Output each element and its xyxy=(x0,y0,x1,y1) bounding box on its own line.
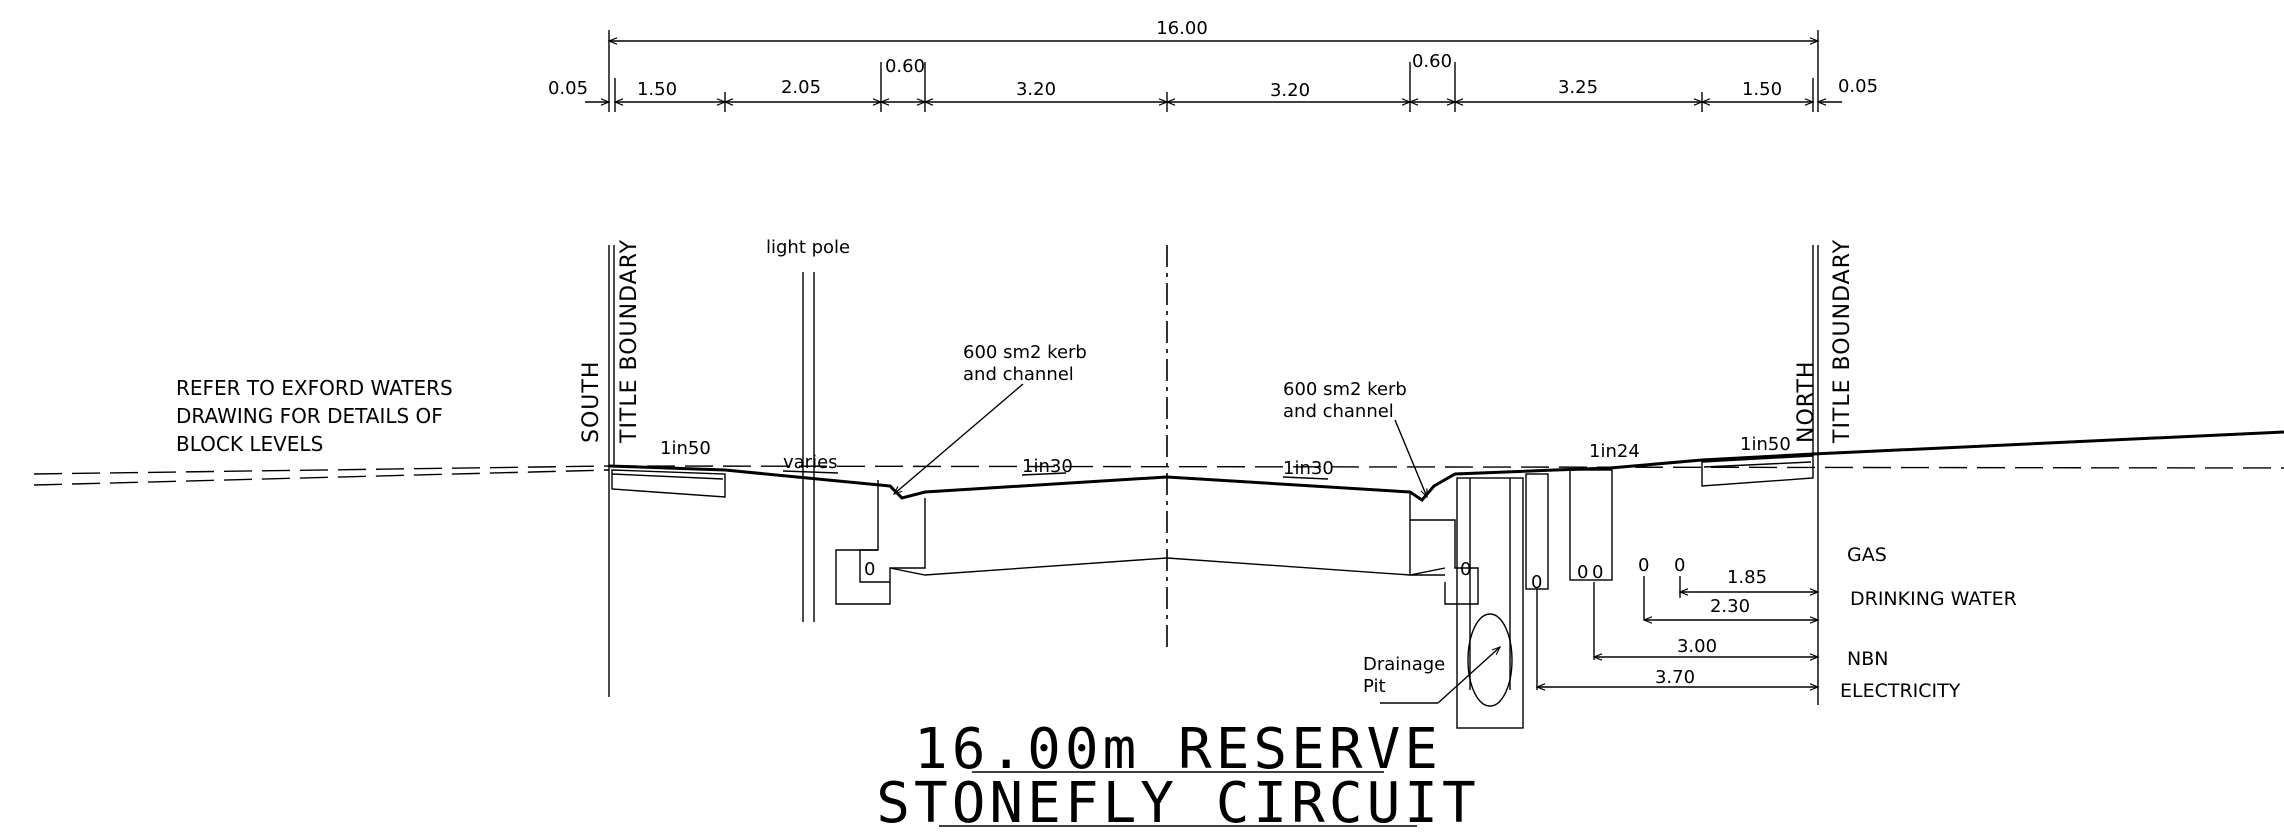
refer-note-line-2: DRAWING FOR DETAILS OF xyxy=(176,404,443,428)
south-label: SOUTH xyxy=(579,361,604,443)
left-kerb-and-channel: 0 xyxy=(835,480,926,605)
title-line-1: 16.00m RESERVE xyxy=(914,717,1442,782)
dim-seg-1: 1.50 xyxy=(637,79,677,100)
footpath-slabs xyxy=(611,455,1814,498)
nbn-pipe-mark-2: 0 xyxy=(1592,562,1603,583)
drainage-pit: Drainage Pit xyxy=(1363,477,1524,729)
drainage-pit-label-1: Drainage xyxy=(1363,654,1445,675)
dim-seg-5: 3.20 xyxy=(1270,80,1310,101)
gas-pipe-mark: 0 xyxy=(1674,555,1685,576)
dim-seg-8: 1.50 xyxy=(1742,79,1782,100)
top-dimension-chain: 16.00 0.05 1.50 2.05 0.60 3.20 3.20 0.60… xyxy=(548,18,1878,112)
north-label: NORTH xyxy=(1794,361,1819,443)
left-kerb-label-1: 600 sm2 kerb xyxy=(963,342,1087,363)
water-label: DRINKING WATER xyxy=(1850,588,2017,610)
refer-note: REFER TO EXFORD WATERS DRAWING FOR DETAI… xyxy=(176,376,453,456)
drawing-title: 16.00m RESERVE STONEFLY CIRCUIT xyxy=(876,717,1479,836)
service-offset-dimensions: 1.85 2.30 3.00 3.70 xyxy=(1535,567,1820,691)
light-pole: light pole xyxy=(766,237,850,622)
refer-note-line-1: REFER TO EXFORD WATERS xyxy=(176,376,453,400)
title-line-2: STONEFLY CIRCUIT xyxy=(876,771,1479,836)
gas-label: GAS xyxy=(1847,544,1887,566)
right-kerb-label-1: 600 sm2 kerb xyxy=(1283,379,1407,400)
grade-3: 1in30 xyxy=(1283,458,1334,479)
dim-seg-9: 0.05 xyxy=(1838,76,1878,97)
dim-seg-7: 3.25 xyxy=(1558,77,1598,98)
dim-seg-0: 0.05 xyxy=(548,78,588,99)
grade-2: 1in30 xyxy=(1022,456,1073,477)
varies-label: varies xyxy=(783,452,838,473)
nbn-offset: 3.00 xyxy=(1677,636,1717,657)
nbn-pipe-mark-1: 0 xyxy=(1577,562,1588,583)
right-kerb-and-channel: 0 xyxy=(1409,492,1479,605)
grade-labels: 1in50 varies 1in30 1in30 1in24 1in50 xyxy=(660,434,1791,480)
electricity-pipe-mark: 0 xyxy=(1531,572,1542,593)
refer-note-line-3: BLOCK LEVELS xyxy=(176,432,323,456)
grade-1: 1in50 xyxy=(660,438,711,459)
right-kerb-pipe: 0 xyxy=(1460,559,1471,580)
nbn-label: NBN xyxy=(1847,648,1888,670)
elec-offset: 3.70 xyxy=(1655,667,1695,688)
gas-offset: 1.85 xyxy=(1727,567,1767,588)
water-offset: 2.30 xyxy=(1710,596,1750,617)
dim-overall: 16.00 xyxy=(1156,18,1208,39)
water-pipe-mark: 0 xyxy=(1638,555,1649,576)
service-labels: GAS DRINKING WATER NBN ELECTRICITY xyxy=(1840,544,2017,702)
north-title-boundary-label: TITLE BOUNDARY xyxy=(1830,239,1855,444)
elec-label: ELECTRICITY xyxy=(1840,680,1961,702)
dim-seg-6: 0.60 xyxy=(1412,51,1452,72)
dim-seg-3: 0.60 xyxy=(885,56,925,77)
existing-surface xyxy=(33,465,2284,486)
dim-seg-2: 2.05 xyxy=(781,77,821,98)
left-kerb-label-2: and channel xyxy=(963,364,1074,385)
south-title-boundary-label: TITLE BOUNDARY xyxy=(617,239,642,444)
north-boundary: NORTH TITLE BOUNDARY xyxy=(1794,239,1855,705)
kerb-callouts: 600 sm2 kerb and channel 600 sm2 kerb an… xyxy=(892,342,1428,499)
grade-5: 1in50 xyxy=(1740,434,1791,455)
grade-4: 1in24 xyxy=(1589,441,1640,462)
drainage-pit-label-2: Pit xyxy=(1363,676,1386,697)
right-kerb-label-2: and channel xyxy=(1283,401,1394,422)
south-boundary: SOUTH TITLE BOUNDARY xyxy=(579,239,642,697)
service-trenches: 0 0 0 0 0 xyxy=(1525,469,1685,620)
light-pole-label: light pole xyxy=(766,237,850,258)
left-kerb-pipe: 0 xyxy=(864,559,875,580)
dim-seg-4: 3.20 xyxy=(1016,79,1056,100)
